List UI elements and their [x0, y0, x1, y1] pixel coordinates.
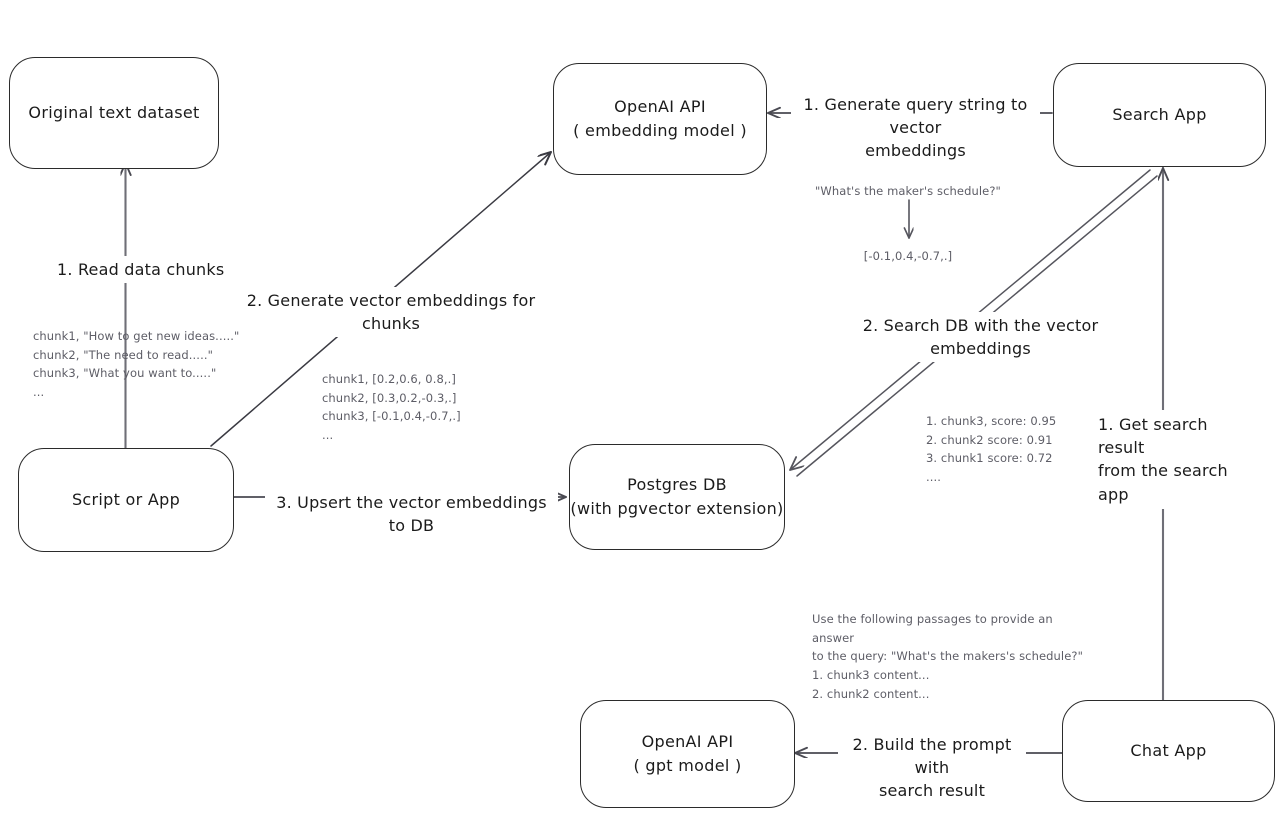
node-original-text-dataset[interactable]: Original text dataset — [9, 57, 219, 169]
note-search-results: 1. chunk3, score: 0.95 2. chunk2 score: … — [926, 414, 1057, 484]
edge-label-upsert-to-db: 3. Upsert the vector embeddings to DB — [265, 489, 558, 540]
node-label: Original text dataset — [28, 103, 200, 122]
node-label: OpenAI API — [641, 732, 734, 751]
node-sublabel: ( gpt model ) — [633, 756, 742, 775]
note-chunk-embeddings: chunk1, [0.2,0.6, 0.8,.] chunk2, [0.3,0.… — [322, 372, 461, 442]
node-script-or-app[interactable]: Script or App — [18, 448, 234, 552]
node-label: Search App — [1112, 105, 1207, 124]
node-postgres-db[interactable]: Postgres DB (with pgvector extension) — [569, 444, 785, 550]
note-query-embedding: [-0.1,0.4,-0.7,.] — [863, 249, 953, 263]
edge-label-search-db: 2. Search DB with the vector embeddings — [824, 312, 1137, 363]
node-openai-gpt-api[interactable]: OpenAI API ( gpt model ) — [580, 700, 795, 808]
edge-label-generate-query-embeddings: 1. Generate query string to vector embed… — [791, 91, 1040, 165]
node-label: OpenAI API — [614, 97, 706, 116]
edge-label-generate-vector-embeddings: 2. Generate vector embeddings for chunks — [237, 287, 545, 338]
edge-label-get-search-result: 1. Get search result from the search app — [1094, 410, 1257, 509]
edge-label-read-data-chunks: 1. Read data chunks — [53, 256, 261, 284]
note-prompt-text: Use the following passages to provide an… — [812, 612, 1083, 701]
node-search-app[interactable]: Search App — [1053, 63, 1266, 167]
query-to-embedding-arrow — [890, 199, 930, 239]
node-chat-app[interactable]: Chat App — [1062, 700, 1275, 802]
node-label: Postgres DB — [627, 475, 727, 494]
node-label: Chat App — [1130, 741, 1207, 760]
note-source-chunks: chunk1, "How to get new ideas....." chun… — [33, 329, 240, 399]
node-sublabel: (with pgvector extension) — [570, 499, 784, 518]
node-label: Script or App — [71, 490, 181, 509]
edge-label-build-prompt: 2. Build the prompt with search result — [838, 731, 1026, 805]
node-sublabel: ( embedding model ) — [573, 121, 747, 140]
node-openai-embedding-api[interactable]: OpenAI API ( embedding model ) — [553, 63, 767, 175]
